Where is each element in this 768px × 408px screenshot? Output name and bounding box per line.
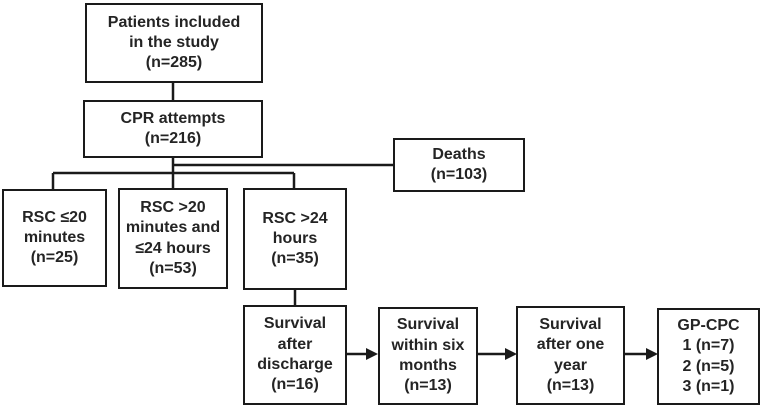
node-gp-cpc: GP-CPC 1 (n=7) 2 (n=5) 3 (n=1)	[657, 308, 760, 405]
node-deaths: Deaths (n=103)	[393, 138, 525, 192]
node-rsc-gt-24-hours: RSC >24 hours (n=35)	[243, 188, 347, 290]
node-rsc-20min-to-24h: RSC >20 minutes and ≤24 hours (n=53)	[118, 188, 228, 289]
node-survival-after-discharge-label: Survival after discharge (n=16)	[257, 315, 333, 394]
node-patients-included-label: Patients included in the study (n=285)	[107, 13, 241, 72]
node-survival-within-six-months-label: Survival within six months (n=13)	[391, 316, 465, 395]
node-gp-cpc-label: GP-CPC 1 (n=7) 2 (n=5) 3 (n=1)	[677, 316, 740, 395]
node-survival-after-discharge: Survival after discharge (n=16)	[243, 305, 347, 405]
node-deaths-label: Deaths (n=103)	[430, 145, 488, 183]
node-survival-within-six-months: Survival within six months (n=13)	[378, 307, 478, 405]
arrowhead-icon	[505, 348, 517, 360]
node-cpr-attempts: CPR attempts (n=216)	[83, 100, 263, 158]
node-survival-after-one-year-label: Survival after one year (n=13)	[536, 315, 605, 394]
arrowhead-icon	[366, 348, 378, 360]
arrowhead-icon	[646, 348, 658, 360]
node-cpr-attempts-label: CPR attempts (n=216)	[120, 109, 226, 147]
node-survival-after-one-year: Survival after one year (n=13)	[516, 306, 625, 405]
node-rsc-20min-to-24h-label: RSC >20 minutes and ≤24 hours (n=53)	[125, 198, 221, 277]
node-rsc-le-20-minutes: RSC ≤20 minutes (n=25)	[2, 189, 107, 287]
node-patients-included: Patients included in the study (n=285)	[85, 3, 263, 83]
node-rsc-le-20-minutes-label: RSC ≤20 minutes (n=25)	[22, 208, 87, 267]
node-rsc-gt-24-hours-label: RSC >24 hours (n=35)	[262, 209, 328, 268]
